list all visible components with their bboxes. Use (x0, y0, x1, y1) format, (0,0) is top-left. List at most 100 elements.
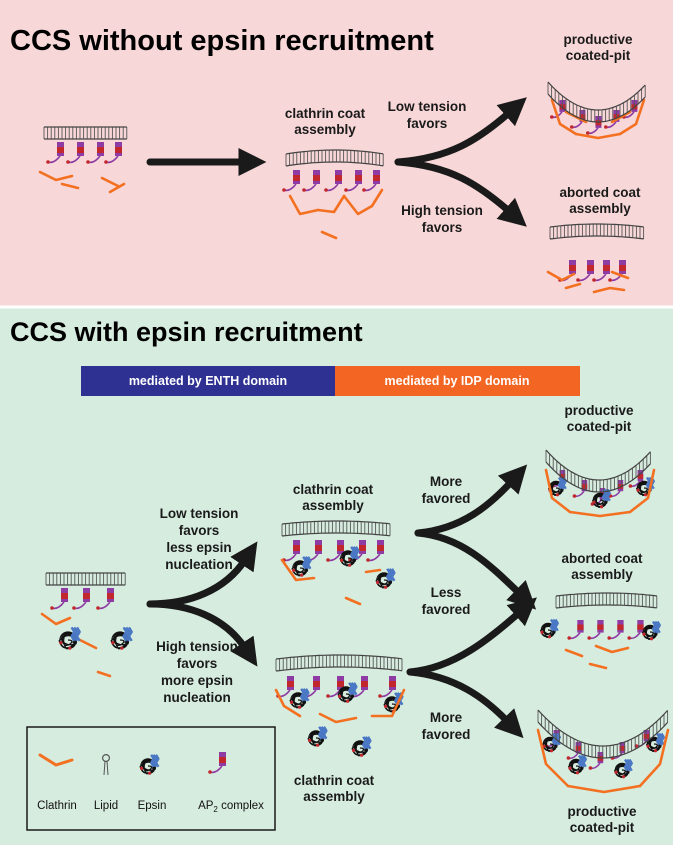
top-arrows (146, 97, 527, 227)
top-initial-state (38, 142, 126, 194)
ap2-complex (627, 620, 644, 640)
idp-domain-label: mediated by IDP domain (385, 374, 530, 388)
ap2-complex (576, 260, 594, 282)
clathrin (564, 282, 582, 290)
clathrin (638, 728, 670, 788)
epsin (383, 692, 404, 713)
clathrin (96, 670, 112, 678)
legend-lipid-label: Lipid (94, 800, 118, 812)
bottom-initial-membrane (45, 572, 126, 586)
bottom-lower-membrane (275, 654, 403, 672)
clathrin (550, 98, 578, 136)
epsin (613, 758, 633, 779)
epsin (541, 732, 561, 753)
ap2-complex (378, 676, 396, 698)
clathrin (280, 558, 316, 582)
legend-epsin-label: Epsin (138, 800, 167, 812)
clathrin (536, 728, 570, 788)
bottom-aborted-assembly (539, 618, 661, 670)
clathrin (108, 182, 126, 194)
ap2-complex (570, 110, 586, 129)
clathrin (618, 98, 646, 136)
ap2-complex (104, 142, 122, 164)
epsin (337, 682, 358, 703)
clathrin (342, 194, 374, 216)
clathrin (610, 110, 632, 124)
ap2-complex (566, 742, 582, 760)
arrow-to-productive (394, 97, 527, 166)
top-aborted-membrane (549, 223, 645, 240)
arrow-lower-to-aborted (406, 597, 537, 676)
bottom-upper-membrane (281, 520, 391, 537)
ap2-complex (607, 620, 624, 640)
clathrin (288, 194, 320, 216)
epsin (375, 568, 396, 589)
enth-domain-label: mediated by ENTH domain (129, 374, 287, 388)
clathrin (38, 170, 74, 182)
clathrin (344, 596, 362, 606)
top-initial-membrane (43, 126, 128, 140)
clathrin (594, 644, 630, 654)
bottom-aborted-membrane (555, 592, 658, 609)
legend-ap2-icon (208, 752, 226, 774)
clathrin (574, 132, 622, 140)
arrow-upper-to-productive (414, 464, 528, 537)
epsin (58, 626, 81, 650)
arrow-lower-to-productive (406, 668, 524, 739)
ap2-complex (362, 170, 380, 192)
legend-clathrin-label: Clathrin (37, 800, 77, 812)
bottom-lower-assembly (274, 676, 406, 757)
ap2-complex (592, 260, 610, 282)
clathrin (544, 468, 572, 514)
epsin (645, 732, 665, 753)
ap2-complex (46, 142, 64, 164)
epsin (539, 618, 559, 639)
bottom-arrows (146, 464, 537, 739)
ap2-complex (50, 588, 68, 610)
clathrin (588, 662, 608, 670)
clathrin (364, 568, 382, 574)
top-panel-title: CCS without epsin recruitment (10, 25, 434, 57)
ap2-complex (567, 620, 584, 640)
legend-lipid-icon (101, 753, 110, 776)
bottom-productive-membrane-1 (545, 449, 651, 493)
bottom-productive-membrane-2 (537, 709, 669, 759)
clathrin (320, 230, 338, 240)
clathrin (610, 270, 630, 280)
ap2-complex (66, 142, 84, 164)
clathrin (370, 688, 406, 718)
epsin (139, 754, 160, 775)
clathrin (564, 648, 584, 658)
epsin (567, 754, 587, 775)
bottom-upper-assembly (280, 540, 396, 606)
bottom-panel-title: CCS with epsin recruitment (10, 317, 363, 347)
clathrin (40, 612, 72, 626)
top-assembly-membrane (285, 149, 384, 167)
clathrin (60, 182, 80, 190)
arrow-upper-to-aborted (414, 529, 537, 610)
epsin (291, 556, 312, 577)
epsin (289, 688, 310, 709)
ap2-complex (344, 170, 362, 192)
idp-domain-bar (335, 366, 580, 396)
legend-box (26, 726, 276, 831)
ap2-complex (302, 170, 320, 192)
clathrin (318, 712, 358, 724)
legend-ap2-label: AP2 complex (198, 800, 264, 814)
clathrin (568, 510, 632, 518)
epsin (641, 620, 661, 641)
legend-epsin-icon (139, 754, 160, 775)
